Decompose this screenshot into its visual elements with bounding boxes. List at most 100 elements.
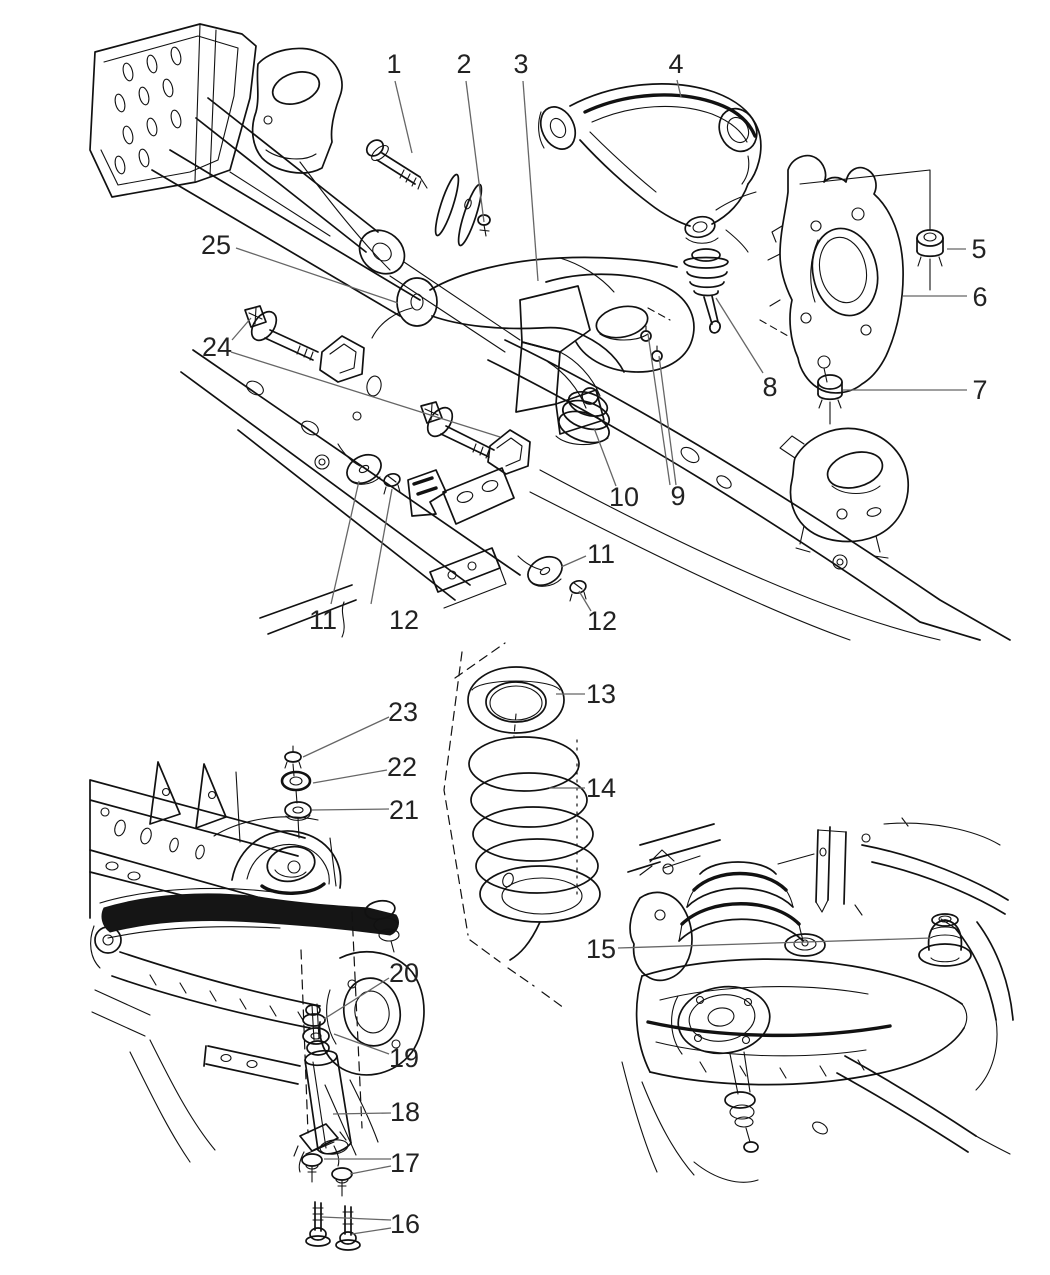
shock-bushing [302,1027,330,1045]
callout-15-leader [617,937,932,949]
br-frame-top-stroke [815,826,847,905]
br-knuckle-stroke [639,849,675,876]
frame-rails-lower-left [180,349,521,638]
frame-rails-upper-stroke [389,275,506,353]
steering-knuckle [715,154,904,394]
callout-1: 1 [386,49,413,154]
pivot-bolt-stroke [365,139,385,157]
spring-isolator [467,666,565,737]
callout-25-leader [235,247,399,304]
bl-frame-stroke [114,819,126,837]
bl-frame-stroke [203,1045,301,1085]
bl-upper-arm-stroke [287,860,301,874]
upper-ball-joint [683,248,729,334]
frame-rails-upper-stroke [372,242,392,262]
lower-arm-frame-brackets-stroke [319,335,365,383]
br-lower-arm [635,958,968,1086]
lower-arm-bushing-stroke [567,390,609,418]
bl-shock-bolts-stroke [305,1235,331,1247]
lower-arm-frame-brackets-stroke [481,480,499,492]
jounce-bumper-stroke [930,957,960,963]
bl-shock-absorber-stroke [311,1003,320,1041]
callout-3-leader [522,80,539,282]
br-coil-spring-installed-stroke [678,889,804,942]
callout-13: 13 [556,679,616,709]
callout-17: 17 [324,1148,420,1178]
br-frame-top-stroke [854,904,863,916]
frame-rail-right-stroke [487,359,981,641]
br-frame-top-stroke [815,829,847,913]
bl-frame-stroke [195,844,205,860]
spring-seat-studs [640,325,663,362]
callout-16: 16 [321,1209,420,1239]
callout-22: 22 [312,752,417,784]
callout-2-leader [465,80,485,223]
washer-nut-left-stroke [358,464,370,474]
br-lower-arm-stroke [655,986,869,1057]
callout-17-label: 17 [390,1148,420,1178]
callout-9-label: 9 [670,481,685,511]
br-lower-arm-stroke [635,975,651,1073]
upper-control-arm-stroke [538,111,545,149]
br-lower-arm-stroke [646,1020,892,1038]
bl-upper-arm-stroke [378,928,400,942]
spring-isolator-stroke [513,713,517,737]
shock-stem-retainer [302,1013,326,1027]
mount-grommet [284,801,312,819]
steering-knuckle-stroke [810,220,822,232]
bl-frame-stroke [235,771,241,843]
br-coil-spring-installed-stroke [680,902,801,926]
br-knuckle-stroke [662,863,674,875]
frame-rails-lower-left-stroke [180,371,471,586]
lower-arm-frame-brackets-stroke [496,437,523,467]
upper-stud-nut-stroke [799,169,931,231]
spring-position-guides [443,642,578,1009]
lower-control-arm-stroke [559,257,615,293]
pivot-bolt-stroke [381,152,421,178]
callout-18-leader [332,1112,392,1115]
washer-nut-left-stroke [346,453,382,485]
rear-horn-bracket-stroke [795,525,889,559]
br-sway-bar-and-frame-stroke [975,1135,1011,1155]
bl-shock-absorber-stroke [306,1040,330,1056]
callout-25-label: 25 [201,230,231,260]
cam-alignment-plates-stroke [457,183,483,247]
lower-arm-frame-brackets-stroke [519,285,591,353]
steering-knuckle-stroke [851,207,865,221]
frame-horn-bracket-stroke [251,47,343,174]
frame-rail-right [487,339,1011,641]
upper-control-arm-stroke [589,131,657,193]
callout-23-leader [302,716,390,758]
bl-upper-arm-stroke [266,845,316,883]
callout-11a: 11 [309,480,360,635]
callout-16-leader [351,1227,392,1235]
upper-control-arm [538,83,762,253]
callout-4-label: 4 [668,49,683,79]
bl-upper-arm [99,816,400,953]
callout-21-label: 21 [389,795,419,825]
upper-stud-nut-stroke [916,237,944,252]
pivot-bolt-stroke [419,176,428,189]
coil-spring [468,736,601,961]
lower-control-arm-stroke [595,305,649,339]
lower-arm-frame-brackets [319,285,605,525]
lower-control-arm-stroke [410,293,424,311]
cam-bolt-rear-stroke [440,425,495,458]
br-frame-top-stroke [861,833,871,843]
plate-slots-stroke [138,148,150,168]
br-lower-ball-joint-stroke [729,1104,755,1120]
bl-upper-arm-stroke [390,940,395,953]
bl-frame-stroke [161,787,171,797]
spring-isolator-stroke [485,681,547,723]
bl-knuckle-hub-stroke [354,990,390,1034]
bl-shock-absorber-stroke [310,1032,322,1040]
callout-12a-label: 12 [389,605,419,635]
cam-bolt-front-stroke [264,329,319,361]
washer-nut-right-stroke [539,566,551,576]
steering-knuckle-stroke [800,312,812,324]
callout-15: 15 [586,934,932,964]
br-sway-bar-and-frame-stroke [836,1055,977,1153]
rear-horn-bracket [779,427,910,559]
br-sway-bar-and-frame-stroke [621,1061,695,1176]
br-sway-bar-and-frame-stroke [693,1161,759,1183]
